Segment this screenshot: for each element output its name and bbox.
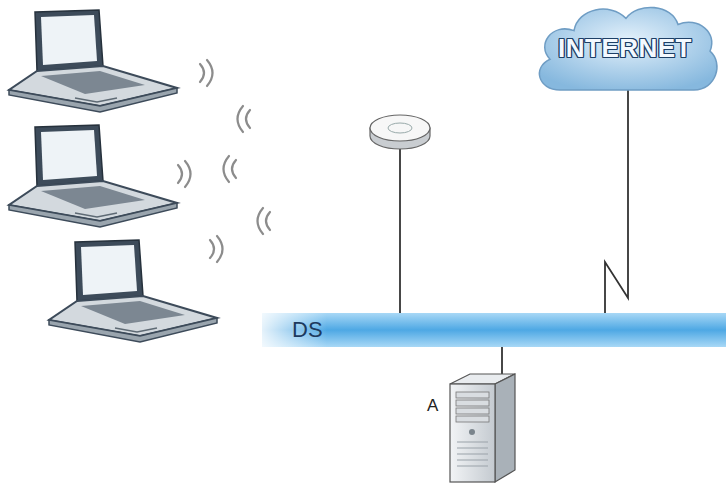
node-label: A [427, 396, 520, 416]
network-band: DS [262, 313, 726, 347]
cloud-node: INTERNET [530, 2, 720, 94]
server-tower [445, 370, 520, 485]
access-point [370, 115, 430, 314]
node-label: DS [292, 317, 323, 343]
laptop [9, 125, 177, 227]
laptop [49, 240, 217, 342]
wireless-waves [178, 60, 270, 262]
lightning-link [605, 88, 628, 313]
wired-link [501, 347, 503, 375]
laptop [9, 10, 177, 112]
server-node: A [425, 370, 520, 485]
node-label: INTERNET [558, 33, 692, 64]
